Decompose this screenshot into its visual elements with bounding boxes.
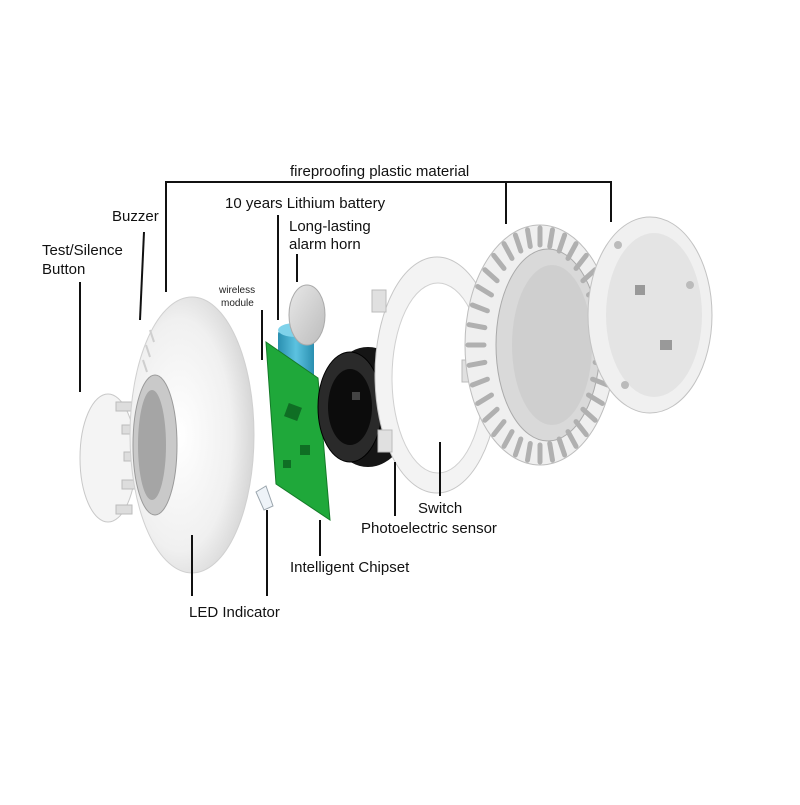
vent-slot xyxy=(580,406,598,423)
vent-slot xyxy=(524,227,533,250)
label-switch: Switch xyxy=(418,500,463,517)
label-horn-line2: alarm horn xyxy=(289,236,361,253)
leader-lines xyxy=(79,181,612,596)
vent-slot xyxy=(565,241,579,261)
leader-buzzer xyxy=(139,231,145,321)
vent-slot xyxy=(469,376,490,388)
vent-slot xyxy=(469,302,490,314)
vent-slot xyxy=(580,267,598,284)
alarm-horn-part xyxy=(288,284,326,346)
vent-slot xyxy=(491,252,507,271)
vent-slot xyxy=(475,392,495,406)
back-plate-part xyxy=(587,216,713,414)
label-horn-line1: Long-lasting xyxy=(289,218,371,235)
label-wireless-line2: module xyxy=(221,298,254,309)
vent-slot xyxy=(585,392,605,406)
label-chipset: Intelligent Chipset xyxy=(290,559,410,576)
label-led: LED Indicator xyxy=(189,604,280,621)
vent-slot xyxy=(482,267,500,284)
vent-slot xyxy=(573,419,589,438)
label-wireless-line1: wireless xyxy=(219,285,256,296)
vent-slot xyxy=(482,406,500,423)
vent-slot xyxy=(466,322,488,331)
vent-slot xyxy=(556,232,568,254)
label-battery: 10 years Lithium battery xyxy=(225,195,386,212)
pcb-chipset-part xyxy=(265,340,331,521)
vent-slot xyxy=(547,227,556,250)
vent-slot xyxy=(466,359,488,368)
led-indicator-part xyxy=(255,485,274,511)
vent-slot xyxy=(547,440,556,463)
vent-slot xyxy=(556,436,568,458)
leader-fireproofing xyxy=(165,181,612,292)
vent-slot xyxy=(573,252,589,271)
label-photoelectric: Photoelectric sensor xyxy=(361,520,497,537)
label-buzzer: Buzzer xyxy=(112,208,159,225)
vent-slot xyxy=(512,232,524,254)
label-test-line1: Test/Silence xyxy=(42,242,123,259)
vent-slot xyxy=(475,284,495,298)
label-fireproofing: fireproofing plastic material xyxy=(290,163,470,180)
label-test-line2: Button xyxy=(42,261,86,278)
front-cover-part xyxy=(129,296,255,574)
test-silence-button-part xyxy=(79,393,139,523)
vent-slot xyxy=(524,440,533,463)
vent-slot xyxy=(501,429,515,449)
vent-slot xyxy=(590,376,611,388)
vented-chamber-part xyxy=(464,224,616,466)
vent-slot xyxy=(491,419,507,438)
vent-slot xyxy=(565,429,579,449)
vent-slot xyxy=(512,436,524,458)
vent-slot xyxy=(501,241,515,261)
